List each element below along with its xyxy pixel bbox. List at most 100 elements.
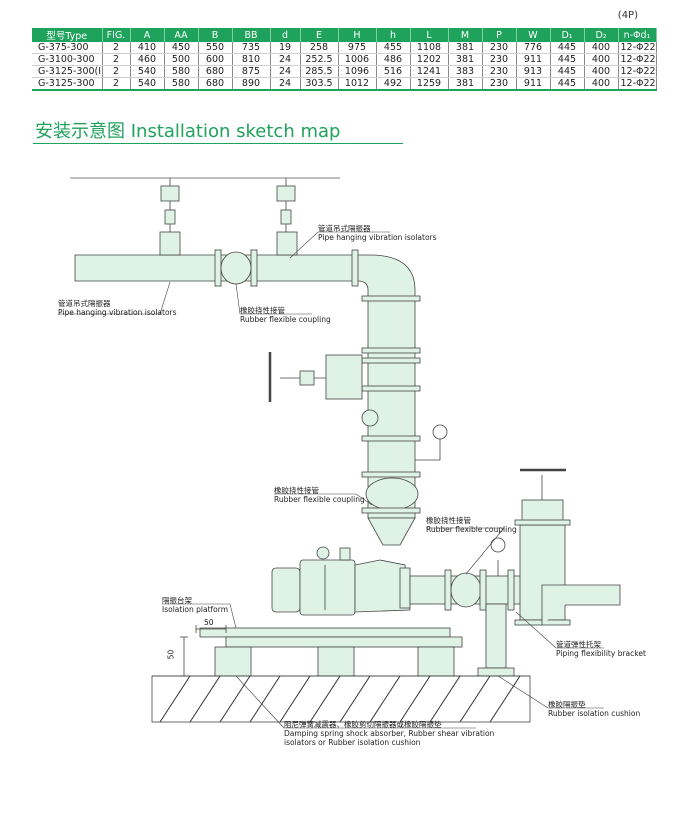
column-header: E: [300, 28, 339, 42]
table-cell: 2: [102, 53, 131, 66]
column-header: FIG.: [102, 28, 131, 42]
label-cn: 隔振台架: [162, 596, 192, 605]
table-cell: 1012: [338, 77, 377, 91]
table-cell: 540: [130, 65, 165, 78]
column-header: h: [376, 28, 411, 42]
table-cell: 400: [584, 77, 619, 91]
label-cn: 橡胶挠性接管: [426, 516, 471, 525]
table-cell: 911: [516, 53, 551, 66]
column-header: B: [198, 28, 233, 42]
coupling-mid-label: 橡胶挠性接管 Rubber flexible coupling: [274, 486, 365, 504]
isolation-platform-label: 隔振台架 Isolation platform: [162, 596, 228, 614]
coupling-right-label: 橡胶挠性接管 Rubber flexible coupling: [426, 516, 517, 534]
label-cn: 阻尼弹簧减震器、橡胶剪切隔振器或橡胶隔振垫: [284, 720, 442, 729]
table-cell: 580: [164, 77, 199, 91]
table-cell: 1259: [410, 77, 449, 91]
table-cell: 500: [164, 53, 199, 66]
table-cell: 460: [130, 53, 165, 66]
column-header: n-Φd₁: [618, 28, 657, 42]
table-cell: 450: [164, 42, 199, 54]
table-cell: 381: [448, 42, 483, 54]
label-cn: 管道吊式隔振器: [318, 224, 371, 233]
label-en: Pipe hanging vibration isolators: [318, 233, 437, 242]
table-cell: 540: [130, 77, 165, 91]
table-cell: 1241: [410, 65, 449, 78]
label-en: Isolation platform: [162, 605, 229, 614]
table-cell: 810: [232, 53, 271, 66]
column-header: D₁: [550, 28, 585, 42]
table-cell: 680: [198, 77, 233, 91]
table-cell: 19: [270, 42, 301, 54]
cushion-label: 橡胶隔振垫 Rubber isolation cushion: [548, 700, 640, 718]
table-cell: 1108: [410, 42, 449, 54]
table-cell: 875: [232, 65, 271, 78]
table-cell: 445: [550, 65, 585, 78]
table-cell: 455: [376, 42, 411, 54]
table-cell: 680: [198, 65, 233, 78]
table-cell: 600: [198, 53, 233, 66]
table-cell: 12-Φ22: [618, 77, 657, 91]
table-cell: 24: [270, 77, 301, 91]
table-cell: 12-Φ22: [618, 42, 657, 54]
column-header: H: [338, 28, 377, 42]
pipe-hanger-top-label: 管道吊式隔振器 Pipe hanging vibration isolators: [318, 224, 437, 242]
table-cell: 580: [164, 65, 199, 78]
table-cell: 1096: [338, 65, 377, 78]
pipe-hanger-left-label: 管道吊式隔振器 Pipe hanging vibration isolators: [58, 299, 177, 317]
table-cell: 735: [232, 42, 271, 54]
dimension-vertical: 50: [166, 649, 176, 660]
label-en: Rubber flexible coupling: [426, 525, 517, 534]
table-cell: 486: [376, 53, 411, 66]
column-header: L: [410, 28, 449, 42]
table-cell: G-3125-300(I): [32, 65, 103, 78]
table-cell: 230: [482, 77, 517, 91]
table-cell: 2: [102, 65, 131, 78]
table-cell: 2: [102, 77, 131, 91]
column-header: AA: [164, 28, 199, 42]
table-cell: 24: [270, 53, 301, 66]
label-cn: 橡胶隔振垫: [548, 700, 586, 709]
table-cell: 975: [338, 42, 377, 54]
table-cell: 230: [482, 42, 517, 54]
table-cell: 381: [448, 53, 483, 66]
table-cell: 303.5: [300, 77, 339, 91]
table-cell: G-375-300: [32, 42, 103, 54]
table-cell: 400: [584, 65, 619, 78]
label-en: Piping flexibility bracket: [556, 649, 646, 658]
label-cn: 橡胶挠性接管: [240, 306, 285, 315]
label-en-2: isolators or Rubber isolation cushion: [284, 738, 421, 747]
table-cell: 1202: [410, 53, 449, 66]
section-title: 安装示意图 Installation sketch map: [35, 121, 341, 142]
label-cn: 管道吊式隔振器: [58, 299, 111, 308]
column-header: P: [482, 28, 517, 42]
table-cell: 12-Φ22: [618, 53, 657, 66]
table-cell: 913: [516, 65, 551, 78]
table-cell: 445: [550, 77, 585, 91]
column-header: W: [516, 28, 551, 42]
column-header: A: [130, 28, 165, 42]
coupling-top-label: 橡胶挠性接管 Rubber flexible coupling: [240, 306, 331, 324]
table-cell: 492: [376, 77, 411, 91]
column-header: D₂: [584, 28, 619, 42]
table-cell: 383: [448, 65, 483, 78]
table-cell: 12-Φ22: [618, 65, 657, 78]
table-cell: 230: [482, 53, 517, 66]
label-en: Damping spring shock absorber, Rubber sh…: [284, 729, 495, 738]
table-cell: G-3100-300: [32, 53, 103, 66]
table-cell: 258: [300, 42, 339, 54]
table-cell: 252.5: [300, 53, 339, 66]
hanger-left: [160, 178, 180, 232]
column-header: 型号Type: [32, 28, 103, 42]
title-underline: [33, 143, 403, 144]
table-cell: 400: [584, 53, 619, 66]
table-cell: 911: [516, 77, 551, 91]
table-cell: 776: [516, 42, 551, 54]
table-cell: 285.5: [300, 65, 339, 78]
bracket-label: 管道弹性托架 Piping flexibility bracket: [556, 640, 646, 658]
